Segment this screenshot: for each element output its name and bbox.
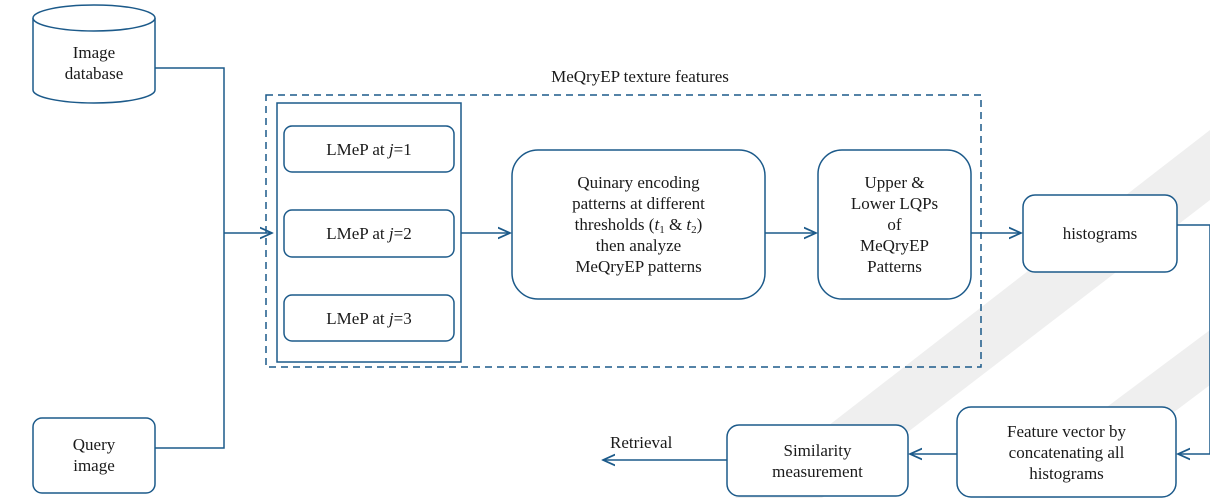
- histograms-label: histograms: [1062, 224, 1138, 243]
- quinary-line1: Quinary encoding: [577, 173, 700, 192]
- quinary-sub2: 2: [691, 224, 697, 236]
- histograms-box: [1022, 194, 1178, 273]
- query-label-line2: image: [73, 456, 115, 475]
- texture-features-group: [265, 94, 982, 368]
- quinary-label: Quinary encoding patterns at different t…: [512, 150, 765, 299]
- lmep-label-1: LMeP at j=1: [284, 126, 454, 172]
- lmep-label-3: LMeP at j=3: [284, 295, 454, 341]
- similarity-label: Similarity measurement: [727, 425, 908, 496]
- retrieval-label: Retrieval: [610, 432, 673, 452]
- quinary-close: ): [696, 215, 703, 234]
- lqp-line2: Lower LQPs: [850, 194, 939, 213]
- quinary-line3: thresholds (t1 & t2): [574, 214, 703, 236]
- lmep-value-2: =2: [393, 224, 412, 243]
- quinary-box: [511, 149, 766, 300]
- lmep-var-2: j: [388, 224, 394, 243]
- feature-vector-label: Feature vector by concatenating all hist…: [957, 407, 1176, 497]
- quinary-t2: t: [686, 215, 692, 234]
- quinary-line3-pre: thresholds (: [574, 215, 655, 234]
- database-label: Image database: [33, 38, 155, 88]
- flow-arrows: [461, 224, 1210, 460]
- quinary-sub1: 1: [659, 224, 665, 236]
- lmep-value-1: =1: [393, 139, 412, 159]
- feature-vector-box: [956, 406, 1177, 498]
- lmep-var-3: j: [388, 308, 394, 328]
- lmep-box-1: [283, 125, 455, 173]
- lqp-line5: Patterns: [867, 257, 922, 276]
- lqp-line4: MeQryEP: [860, 236, 929, 255]
- lmep-label-2: LMeP at j=2: [284, 210, 454, 257]
- quinary-t1: t: [654, 215, 660, 234]
- image-database-shape: [32, 4, 156, 104]
- lqp-box: [817, 149, 972, 300]
- lmep-prefix-1: LMeP at: [326, 139, 389, 159]
- lmep-box-2: [283, 209, 455, 258]
- query-image-box: [32, 417, 156, 494]
- lmep-var-1: j: [388, 139, 394, 159]
- quinary-line4: then analyze: [595, 236, 682, 255]
- input-connectors: [155, 67, 272, 449]
- similarity-line2: measurement: [772, 461, 863, 481]
- lmep-box-3: [283, 294, 455, 342]
- lmep-prefix-2: LMeP at: [326, 224, 389, 243]
- similarity-line1: Similarity: [783, 440, 852, 460]
- lmep-prefix-3: LMeP at: [326, 308, 389, 328]
- database-label-line2: database: [64, 64, 124, 83]
- feature-vector-line2: concatenating all: [1008, 442, 1125, 462]
- quinary-amp: &: [664, 215, 687, 234]
- query-label: Query image: [33, 430, 155, 480]
- query-label-line1: Query: [72, 435, 116, 454]
- lmep-value-3: =3: [393, 308, 412, 328]
- feature-vector-line3: histograms: [1029, 463, 1104, 483]
- database-label-line1: Image: [72, 43, 116, 62]
- lqp-line1: Upper &: [864, 173, 925, 192]
- feature-vector-line1: Feature vector by: [1007, 421, 1126, 441]
- quinary-line5: MeQryEP patterns: [575, 257, 702, 276]
- group-title: MeQryEP texture features: [551, 66, 729, 86]
- quinary-line2: patterns at different: [572, 194, 705, 213]
- lqp-line3: of: [887, 215, 902, 234]
- lqp-label: Upper & Lower LQPs of MeQryEP Patterns: [818, 150, 971, 299]
